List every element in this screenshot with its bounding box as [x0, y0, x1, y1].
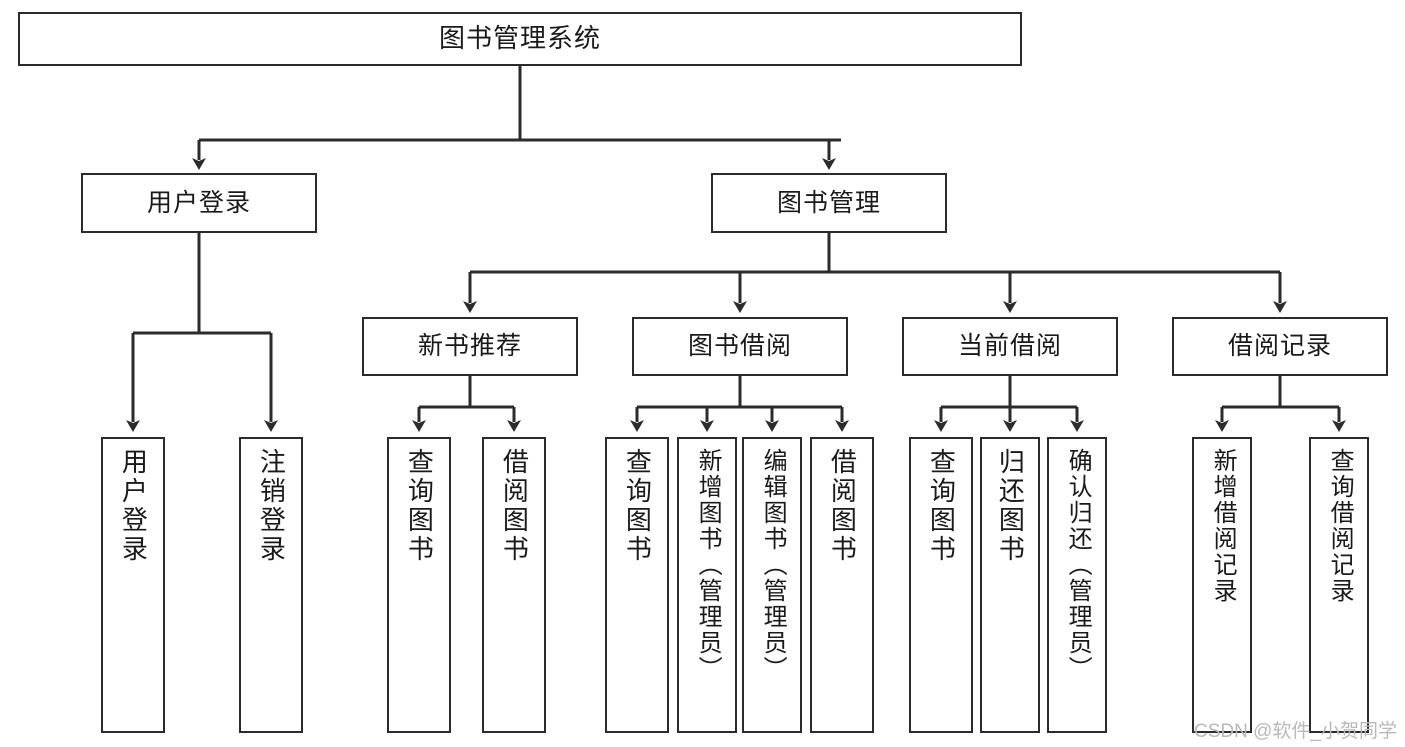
node-current-borrow[interactable]: 当前借阅	[902, 317, 1118, 376]
leaf-borrow-book[interactable]: 借阅图书	[810, 437, 874, 733]
node-label: 查询图书	[926, 448, 957, 564]
node-label: 图书管理系统	[438, 23, 601, 54]
leaf-query-book-recommend[interactable]: 查询图书	[387, 437, 451, 733]
leaf-confirm-return-admin[interactable]: 确认归还（管理员）	[1047, 437, 1107, 733]
node-label: 归还图书	[995, 448, 1026, 564]
leaf-return-book[interactable]: 归还图书	[980, 437, 1040, 733]
leaf-query-borrow-record[interactable]: 查询借阅记录	[1309, 437, 1369, 733]
node-label: 确认归还（管理员）	[1064, 448, 1092, 682]
leaf-add-book-admin[interactable]: 新增图书（管理员）	[677, 437, 737, 733]
node-book-borrow[interactable]: 图书借阅	[632, 317, 848, 376]
node-label: 注销登录	[256, 448, 287, 564]
node-label: 新增借阅记录	[1209, 448, 1237, 604]
node-label: 查询借阅记录	[1326, 448, 1354, 604]
node-label: 查询图书	[404, 448, 435, 564]
csdn-watermark: CSDN @软件_小贺同学	[1194, 721, 1397, 742]
node-label: 借阅图书	[499, 448, 530, 564]
node-root-book-management-system[interactable]: 图书管理系统	[18, 12, 1022, 66]
node-label: 用户登录	[146, 188, 251, 217]
node-label: 借阅图书	[827, 448, 858, 564]
node-label: 新书推荐	[417, 332, 522, 361]
leaf-user-login[interactable]: 用户登录	[101, 437, 165, 733]
node-label: 当前借阅	[957, 332, 1062, 361]
node-borrow-record[interactable]: 借阅记录	[1172, 317, 1388, 376]
leaf-query-book-borrow[interactable]: 查询图书	[605, 437, 669, 733]
node-new-book-recommend[interactable]: 新书推荐	[362, 317, 578, 376]
node-label: 新增图书（管理员）	[694, 448, 722, 682]
node-label: 用户登录	[118, 448, 149, 564]
node-user-login[interactable]: 用户登录	[81, 173, 317, 233]
leaf-borrow-book-recommend[interactable]: 借阅图书	[482, 437, 546, 733]
node-label: 图书管理	[776, 188, 881, 217]
node-label: 图书借阅	[687, 332, 792, 361]
node-book-management[interactable]: 图书管理	[711, 173, 947, 233]
leaf-logout[interactable]: 注销登录	[239, 437, 303, 733]
leaf-query-book-current[interactable]: 查询图书	[909, 437, 973, 733]
node-label: 查询图书	[622, 448, 653, 564]
node-label: 借阅记录	[1227, 332, 1332, 361]
node-label: 编辑图书（管理员）	[759, 448, 787, 682]
leaf-edit-book-admin[interactable]: 编辑图书（管理员）	[742, 437, 802, 733]
leaf-add-borrow-record[interactable]: 新增借阅记录	[1192, 437, 1252, 733]
